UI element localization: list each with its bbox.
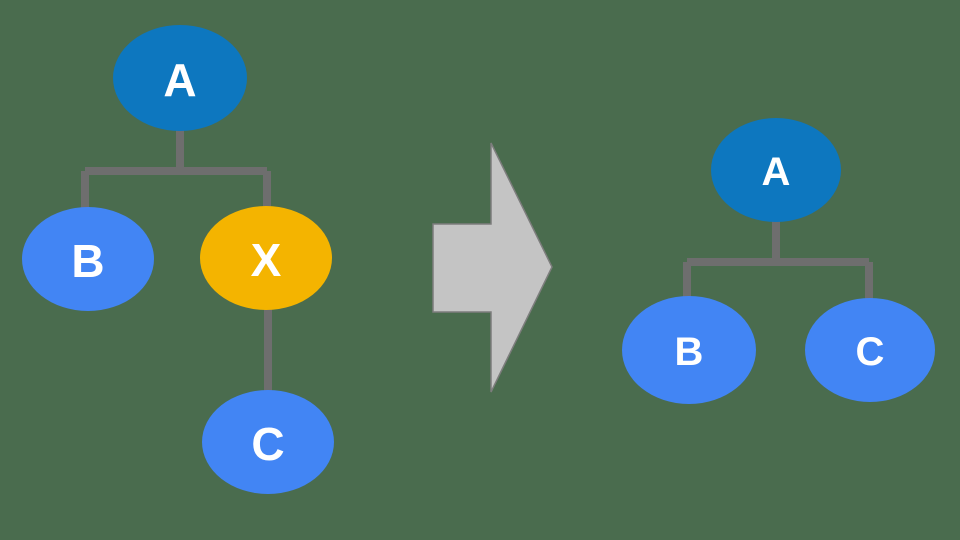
node-a[interactable]: A (113, 25, 247, 131)
node-b[interactable]: B (22, 207, 154, 311)
before-tree-group: A B X C (22, 25, 334, 494)
node-b2[interactable]: B (622, 296, 756, 404)
node-b2-label: B (675, 330, 704, 374)
node-x[interactable]: X (200, 206, 332, 310)
node-a-shape (113, 25, 247, 131)
node-x-shape (200, 206, 332, 310)
edge-a2-to-children (683, 218, 873, 305)
edge-a-to-children (81, 126, 271, 215)
node-c2[interactable]: C (805, 298, 935, 402)
node-b-shape (22, 207, 154, 311)
node-c-shape (202, 390, 334, 494)
after-tree-group: A B C (622, 118, 935, 404)
node-b-label: B (71, 235, 104, 287)
node-a2[interactable]: A (711, 118, 841, 222)
node-c2-label: C (856, 330, 885, 374)
node-c[interactable]: C (202, 390, 334, 494)
node-c2-shape (805, 298, 935, 402)
node-a2-shape (711, 118, 841, 222)
node-x-label: X (251, 234, 282, 286)
node-a2-label: A (762, 150, 791, 194)
right-arrow-icon (432, 142, 553, 393)
node-b2-shape (622, 296, 756, 404)
transform-arrow (432, 142, 553, 393)
node-a-label: A (163, 54, 196, 106)
node-c-label: C (251, 418, 284, 470)
